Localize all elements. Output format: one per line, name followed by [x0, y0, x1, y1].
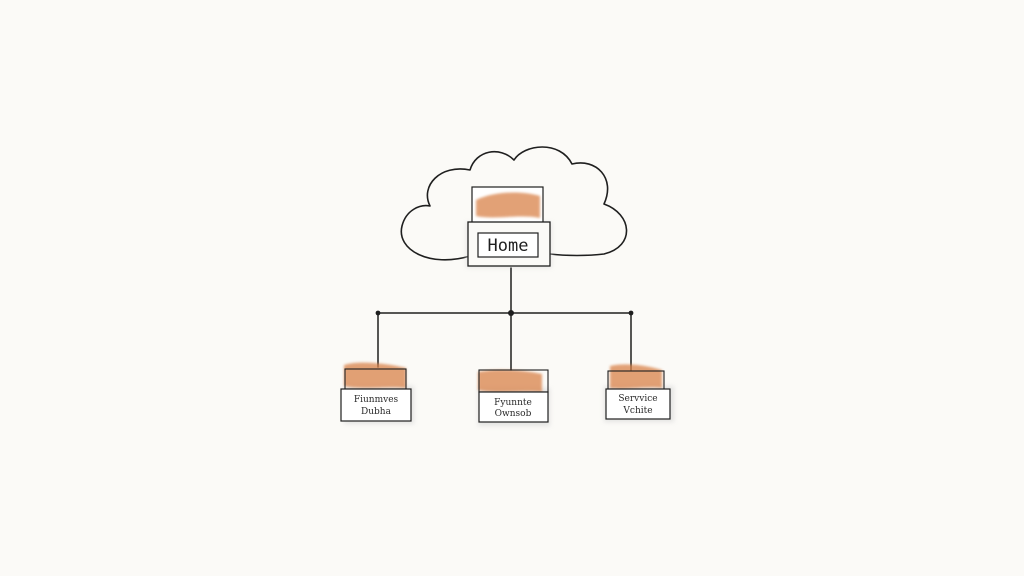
watercolor-swatch — [478, 369, 542, 392]
watercolor-swatch — [476, 192, 540, 218]
home-label: Home — [488, 236, 529, 256]
junction-dot-right — [628, 310, 634, 316]
connector-lines — [377, 267, 632, 371]
child-1-label-line2: Dubha — [361, 407, 392, 417]
child-node-1[interactable]: Fⅰunmves Dubha — [340, 362, 414, 424]
child-3-label-line1: Servvice — [618, 394, 657, 404]
watercolor-swatch — [610, 364, 662, 389]
child-node-3[interactable]: Servvice Vchite — [604, 364, 674, 422]
cloud-shape — [400, 146, 628, 261]
junction-dot-center — [508, 310, 514, 316]
child-2-label-line1: Fyunnte — [494, 398, 532, 408]
child-node-2[interactable]: Fyunnte Ownsob — [478, 369, 550, 426]
home-node[interactable]: Home — [466, 186, 552, 268]
junction-dots — [375, 310, 634, 316]
watercolor-swatch — [344, 362, 406, 388]
child-1-label-line1: Fⅰunmves — [354, 395, 399, 405]
junction-dot-left — [375, 310, 381, 316]
child-3-label-line2: Vchite — [622, 406, 652, 416]
child-2-label-line2: Ownsob — [495, 409, 532, 419]
